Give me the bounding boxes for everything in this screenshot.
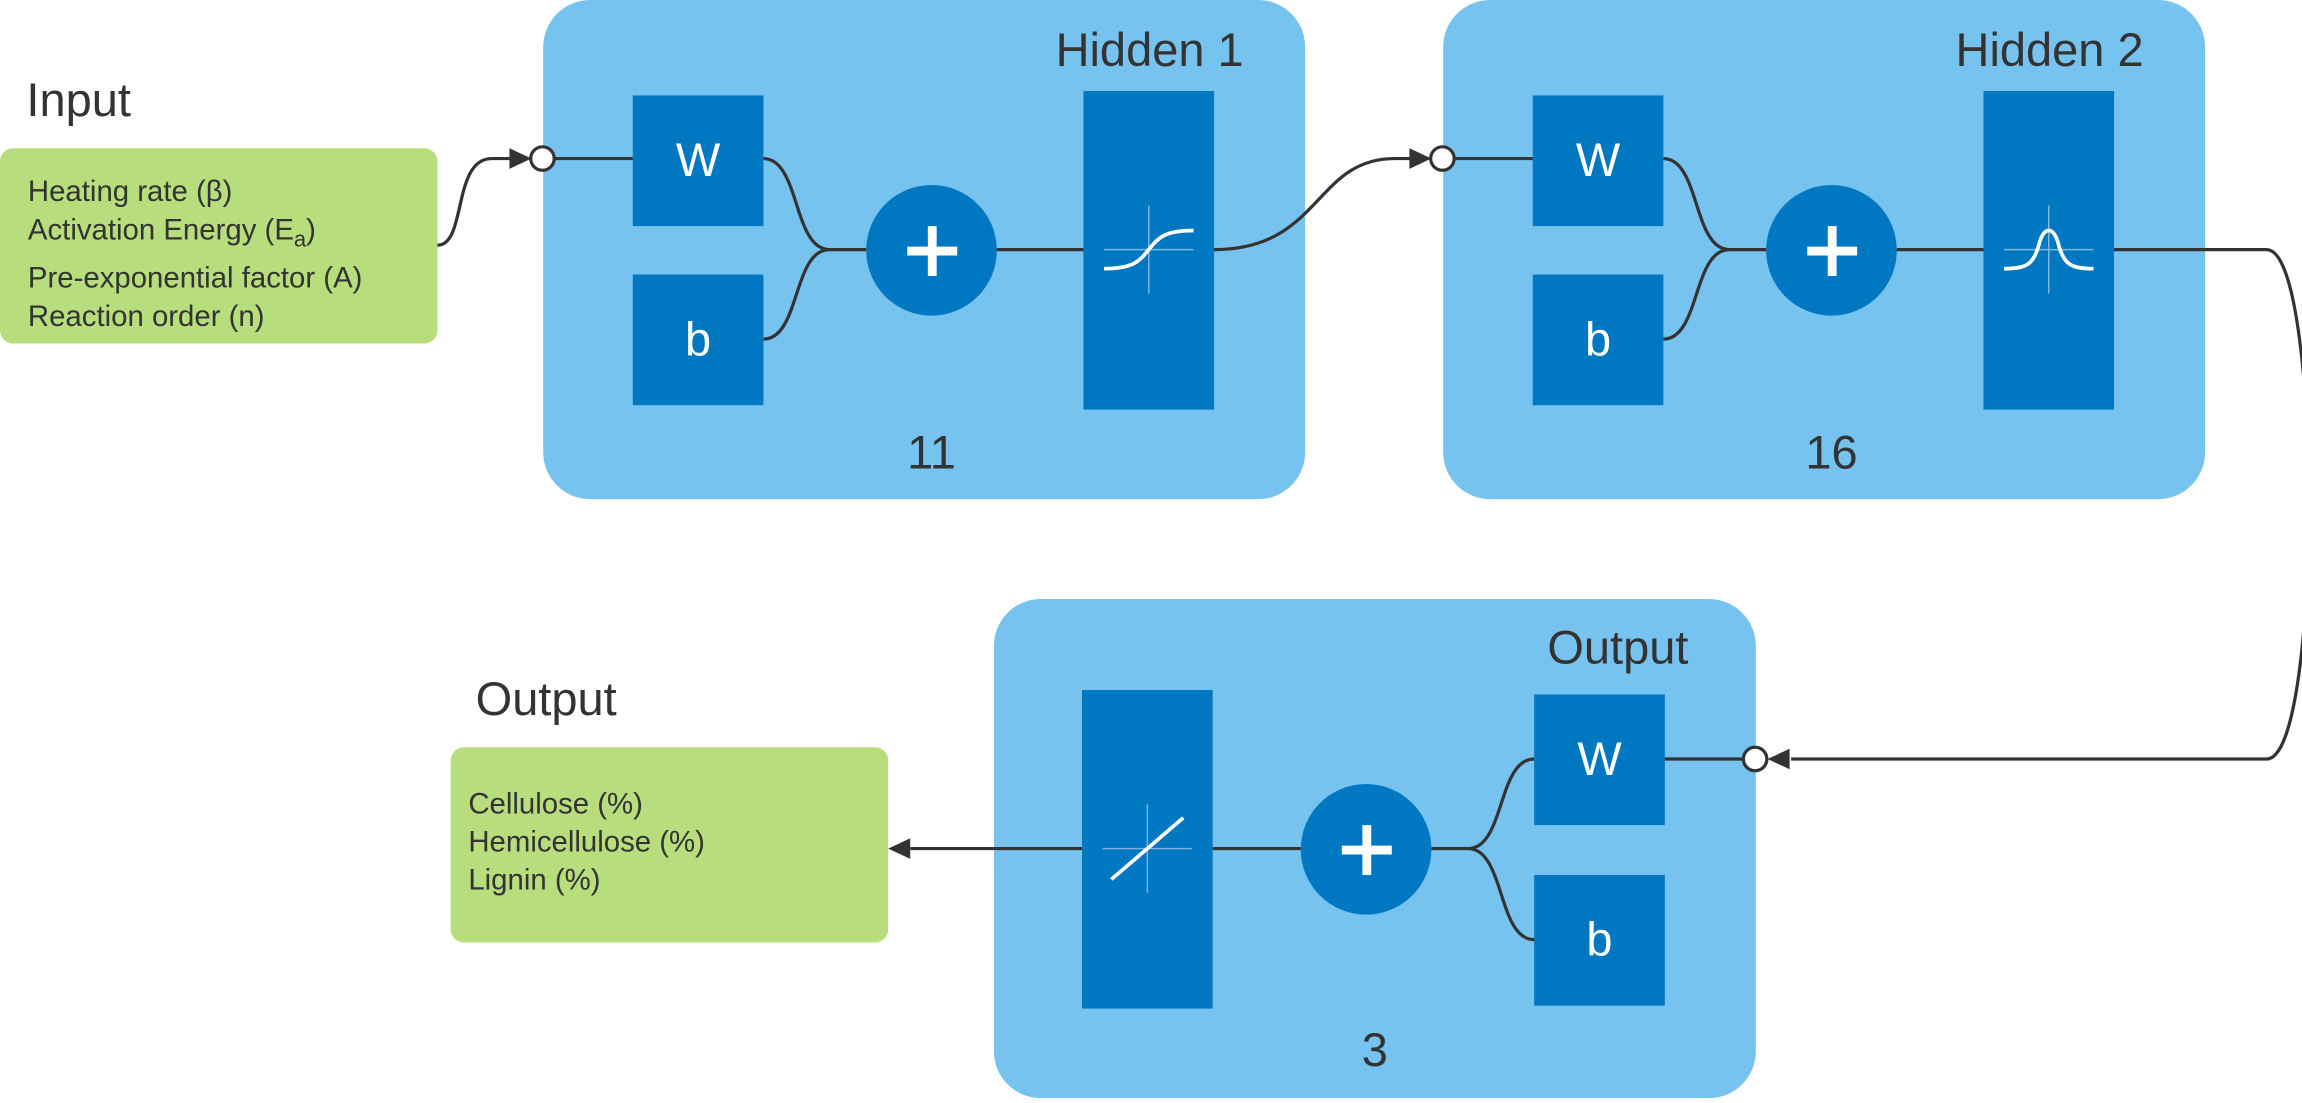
wire: [1663, 247, 1730, 341]
output-box: Cellulose (%) Hemicellulose (%) Lignin (…: [450, 747, 889, 943]
input-heading: Input: [26, 73, 131, 127]
input-variable-list: Heating rate (β) Activation Energy (Ea) …: [28, 173, 363, 336]
wire: [1467, 846, 1535, 942]
transfer-function-block: [1083, 91, 1215, 410]
bias-block: b: [632, 274, 764, 406]
open-circle-icon: [1429, 145, 1456, 172]
layer-size: 11: [907, 425, 956, 479]
wire-hidden1-to-hidden2: [1214, 156, 1419, 252]
input-line-pre-exponential: Pre-exponential factor (A): [27, 262, 363, 296]
input-line-reaction-order: Reaction order (n): [27, 300, 265, 334]
wire-input-to-hidden1: [437, 156, 517, 247]
transfer-function-block: [1983, 91, 2115, 410]
arrowhead-icon: [1767, 748, 1790, 770]
plus-icon: [1300, 783, 1432, 915]
bias-block: b: [1532, 274, 1664, 406]
output-line-cellulose: Cellulose (%): [468, 788, 643, 821]
transfer-function-block: [1081, 690, 1213, 1009]
layer-title: Output: [1547, 621, 1689, 674]
layer-title: Hidden 2: [1955, 23, 2144, 77]
input-line-activation-energy: Activation Energy (Ea): [27, 214, 316, 253]
sigmoid-icon: [1104, 205, 1194, 294]
bias-block: b: [1534, 874, 1665, 1006]
open-circle-icon: [1741, 745, 1769, 773]
input-box: Heating rate (β) Activation Energy (Ea) …: [0, 148, 438, 344]
output-variable-list: Cellulose (%) Hemicellulose (%) Lignin (…: [468, 785, 705, 900]
weight-block: W: [632, 95, 764, 227]
wire: [763, 247, 830, 341]
output-heading: Output: [475, 672, 617, 726]
wire: [1663, 156, 1767, 252]
layer-title: Hidden 1: [1055, 23, 1244, 77]
arrowhead-icon: [1409, 148, 1432, 169]
wire: [1431, 757, 1535, 851]
layer-size: 16: [1805, 425, 1858, 479]
linear-icon: [1102, 804, 1193, 893]
arrowhead-icon: [888, 838, 911, 859]
wire-hidden2-to-output: [1791, 247, 2302, 761]
wire: [763, 156, 867, 252]
plus-icon: [866, 184, 997, 316]
arrowhead-icon: [509, 148, 532, 169]
layer-size: 3: [1361, 1023, 1388, 1077]
output-line-hemicellulose: Hemicellulose (%): [468, 826, 705, 859]
input-line-heating-rate: Heating rate (β): [27, 176, 233, 209]
weight-block: W: [1534, 694, 1665, 826]
open-circle-icon: [529, 145, 556, 172]
output-line-lignin: Lignin (%): [468, 864, 601, 898]
gaussian-icon: [2003, 205, 2094, 294]
weight-block: W: [1532, 95, 1664, 227]
plus-icon: [1766, 184, 1897, 316]
